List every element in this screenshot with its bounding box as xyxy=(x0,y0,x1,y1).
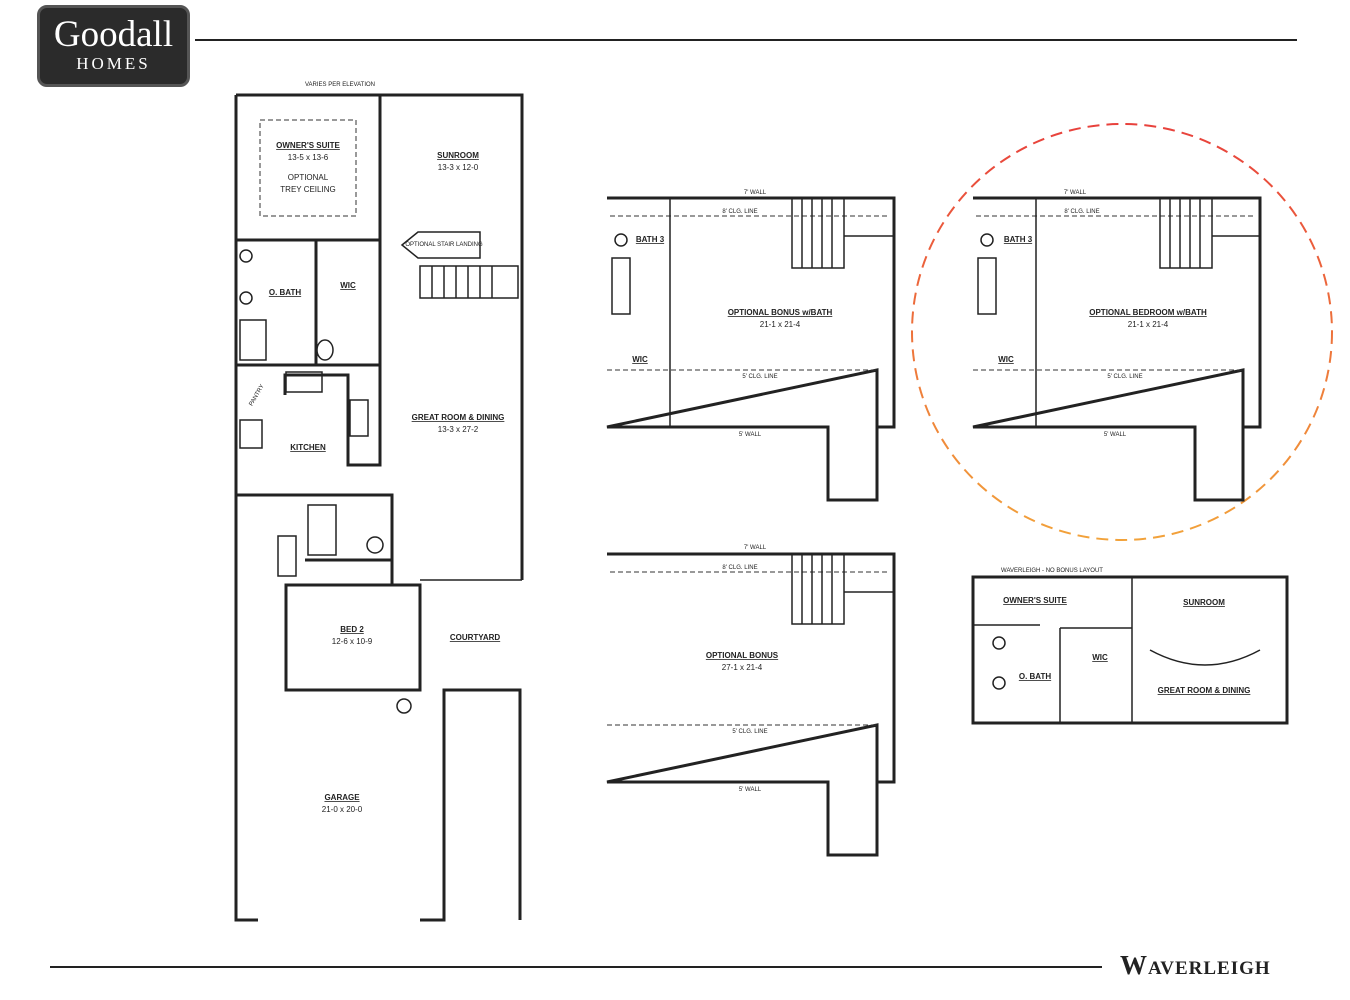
clg-line-label: 8' CLG. LINE xyxy=(1064,209,1099,215)
no-bonus-wic: WIC xyxy=(1092,653,1108,662)
tub-icon xyxy=(307,504,337,556)
no-bonus-interior-walls xyxy=(973,577,1133,723)
bedroom-with-bath-plan: 7' WALL 8' CLG. LINE BATH 3 OPTIONAL BED… xyxy=(911,123,1333,541)
bedroom-bath-outer-wall xyxy=(972,196,1262,502)
great-room-label: GREAT ROOM & DINING xyxy=(412,413,505,422)
footer-rule xyxy=(50,966,1102,968)
sink-icon xyxy=(992,676,1006,690)
bed2-label: BED 2 xyxy=(340,625,364,634)
no-bonus-plan: WAVERLEIGH - NO BONUS LAYOUT OWNER'S SUI… xyxy=(971,568,1289,725)
wall-bottom-label: 5' WALL xyxy=(739,787,762,793)
garage-dims: 21-0 x 20-0 xyxy=(322,805,363,814)
washer-dryer-icon xyxy=(277,535,297,577)
hall-bath-walls xyxy=(290,493,394,585)
no-bonus-great-room: GREAT ROOM & DINING xyxy=(1158,686,1251,695)
bed2-dims: 12-6 x 10-9 xyxy=(332,637,373,646)
bonus-only-stairs xyxy=(791,553,894,625)
wall-bottom-label: 5' WALL xyxy=(739,432,762,438)
clg-line2-label: 5' CLG. LINE xyxy=(742,374,777,380)
bath-label: BATH 3 xyxy=(1004,235,1033,244)
pantry-label: PANTRY xyxy=(249,384,266,408)
owners-suite-dims: 13-5 x 13-6 xyxy=(288,153,329,162)
range-icon xyxy=(285,371,323,393)
kitchen-walls xyxy=(234,365,382,497)
owners-suite-trey: TREY CEILING xyxy=(280,185,335,194)
room-dims: 27-1 x 21-4 xyxy=(722,663,763,672)
water-heater-icon xyxy=(396,698,412,714)
wall-label: 7' WALL xyxy=(1064,190,1087,196)
sink-icon xyxy=(366,536,384,554)
sink-icon xyxy=(239,291,253,305)
sunroom-label: SUNROOM xyxy=(437,151,479,160)
goodall-homes-logo: Goodall HOMES xyxy=(37,5,190,87)
garage-label: GARAGE xyxy=(324,793,360,802)
bed2-walls xyxy=(284,583,422,692)
main-floor-plan: VARIES PER ELEVATION OWNER'S SUITE 13-5 … xyxy=(234,82,524,922)
room-label: OPTIONAL BONUS xyxy=(706,651,779,660)
toilet-icon xyxy=(316,339,334,361)
no-bonus-o-bath: O. BATH xyxy=(1019,672,1052,681)
bedroom-stairs xyxy=(1159,197,1260,269)
wall-label: 7' WALL xyxy=(744,190,767,196)
logo-tagline: HOMES xyxy=(76,54,151,73)
elevation-note: VARIES PER ELEVATION xyxy=(305,82,375,88)
plan-name: Waverleigh xyxy=(1120,950,1271,980)
header-rule xyxy=(195,39,1297,41)
logo-brand: Goodall xyxy=(53,14,174,55)
bonus-plan: 7' WALL 8' CLG. LINE OPTIONAL BONUS 27-1… xyxy=(606,545,896,857)
fridge-icon xyxy=(239,419,263,449)
trey-ceiling-outline xyxy=(259,119,357,217)
sink-icon xyxy=(239,249,253,263)
arch-line xyxy=(1149,649,1261,666)
clg-line2-label: 5' CLG. LINE xyxy=(1107,374,1142,380)
stair-landing xyxy=(400,231,481,259)
owners-suite-optional: OPTIONAL xyxy=(288,173,329,182)
wic-label: WIC xyxy=(632,355,648,364)
bonus-outer-wall xyxy=(606,552,896,857)
wic-label: WIC xyxy=(998,355,1014,364)
sink-icon xyxy=(349,399,369,437)
highlight-circle xyxy=(911,123,1333,541)
room-label: OPTIONAL BEDROOM w/BATH xyxy=(1089,308,1207,317)
kitchen-label: KITCHEN xyxy=(290,443,326,452)
no-bonus-outer-wall xyxy=(971,575,1289,725)
room-label: OPTIONAL BONUS w/BATH xyxy=(728,308,833,317)
sink-icon xyxy=(614,233,628,247)
bath-label: BATH 3 xyxy=(636,235,665,244)
wic-label: WIC xyxy=(340,281,356,290)
wall-bottom-label: 5' WALL xyxy=(1104,432,1127,438)
sink-icon xyxy=(980,233,994,247)
shower-icon xyxy=(611,257,631,315)
shower-icon xyxy=(239,319,267,361)
landing-label: OPTIONAL STAIR LANDING xyxy=(405,242,483,248)
sunroom-dims: 13-3 x 12-0 xyxy=(438,163,479,172)
sink-icon xyxy=(992,636,1006,650)
owners-suite-label: OWNER'S SUITE xyxy=(276,141,340,150)
shower-icon xyxy=(977,257,997,315)
no-bonus-title: WAVERLEIGH - NO BONUS LAYOUT xyxy=(1001,568,1103,574)
main-stairs xyxy=(419,265,519,299)
bonus-with-bath-plan: 7' WALL 8' CLG. LINE BATH 3 OPTIONAL BON… xyxy=(606,190,896,502)
room-dims: 21-1 x 21-4 xyxy=(1128,320,1169,329)
clg-line-label: 8' CLG. LINE xyxy=(722,209,757,215)
no-bonus-sunroom: SUNROOM xyxy=(1183,598,1225,607)
clg-line-label: 8' CLG. LINE xyxy=(722,565,757,571)
room-dims: 21-1 x 21-4 xyxy=(760,320,801,329)
o-bath-label: O. BATH xyxy=(269,288,302,297)
courtyard-label: COURTYARD xyxy=(450,633,501,642)
owners-suite-wall xyxy=(236,95,382,242)
no-bonus-owners-suite: OWNER'S SUITE xyxy=(1003,596,1067,605)
wall-label: 7' WALL xyxy=(744,545,767,551)
bath-wic-walls xyxy=(236,240,382,367)
great-room-dims: 13-3 x 27-2 xyxy=(438,425,479,434)
clg-line2-label: 5' CLG. LINE xyxy=(732,729,767,735)
bonus-stairs xyxy=(791,197,894,269)
bonus-bath-outer-wall xyxy=(606,196,896,502)
